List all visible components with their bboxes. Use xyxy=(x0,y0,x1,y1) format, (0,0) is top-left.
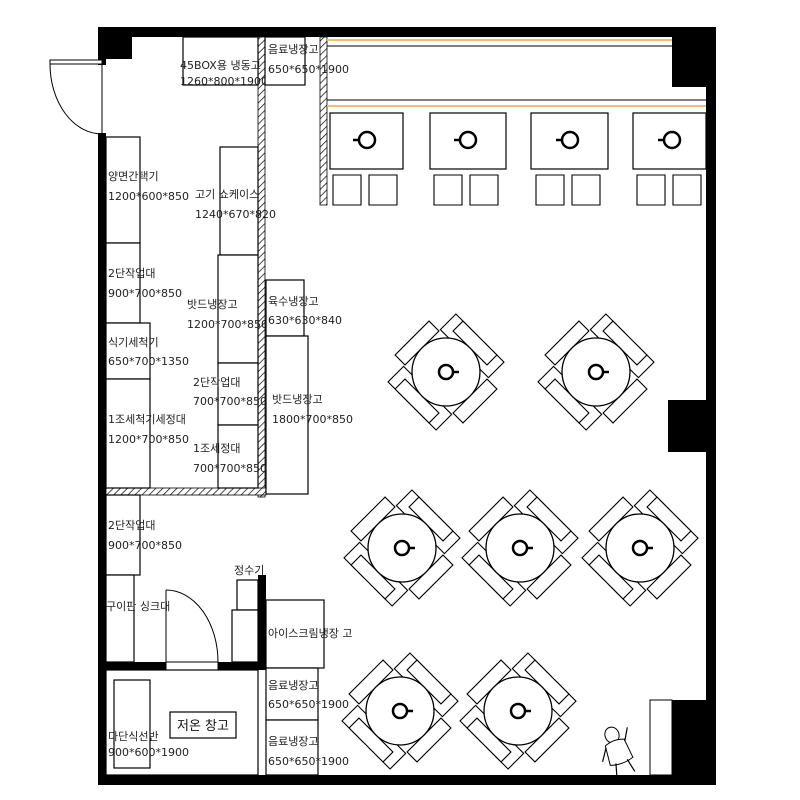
round-table xyxy=(526,302,666,442)
counter-table xyxy=(632,112,707,206)
svg-text:육수냉장고: 육수냉장고 xyxy=(268,295,319,308)
svg-text:구이판 싱크대: 구이판 싱크대 xyxy=(106,600,170,613)
person-icon xyxy=(602,726,636,778)
equipment-worktable-2tier-b: 2단작업대 700*700*850 xyxy=(193,362,267,426)
svg-text:다단식선반: 다단식선반 xyxy=(108,730,159,743)
svg-text:1260*800*1900: 1260*800*1900 xyxy=(180,75,268,88)
equipment-worktable-2tier-c: 2단작업대 900*700*850 xyxy=(105,494,182,576)
svg-text:650*650*1900: 650*650*1900 xyxy=(268,755,349,768)
equipment-broth-fridge: 육수냉장고 630*630*840 xyxy=(265,279,342,337)
svg-text:1조세정대: 1조세정대 xyxy=(193,442,240,455)
round-table xyxy=(376,302,516,442)
svg-text:고기 쇼케이스: 고기 쇼케이스 xyxy=(195,188,259,201)
svg-text:저온 창고: 저온 창고 xyxy=(177,719,229,734)
svg-text:1800*700*850: 1800*700*850 xyxy=(272,413,353,426)
equipment-water-purifier: 정수기 xyxy=(231,564,264,663)
svg-text:700*700*850: 700*700*850 xyxy=(193,395,267,408)
svg-text:1200*700*850: 1200*700*850 xyxy=(108,433,189,446)
round-table xyxy=(570,478,710,618)
round-table xyxy=(330,641,470,781)
equipment-meat-showcase: 고기 쇼케이스 1240*670*820 xyxy=(195,146,276,256)
svg-text:음료냉장고: 음료냉장고 xyxy=(268,43,319,56)
equipment-under-fridge-b: 밧드냉장고 1800*700*850 xyxy=(265,335,353,495)
equipment-freezer-45box: 45BOX용 냉동고 1260*800*1900 xyxy=(180,36,268,88)
round-table xyxy=(332,478,472,618)
svg-text:700*700*850: 700*700*850 xyxy=(193,462,267,475)
hall-counter xyxy=(327,39,706,107)
equipment-drink-fridge-2: 음료냉장고 650*650*1900 xyxy=(265,719,349,776)
svg-text:1조세척기세정대: 1조세척기세정대 xyxy=(108,413,186,426)
counter-tables xyxy=(329,112,707,206)
counter-table xyxy=(329,112,404,206)
svg-text:아이스크림냉장 고: 아이스크림냉장 고 xyxy=(268,627,352,640)
svg-text:밧드냉장고: 밧드냉장고 xyxy=(187,298,238,311)
svg-text:2단작업대: 2단작업대 xyxy=(193,376,240,389)
equipment-under-fridge-a: 밧드냉장고 1200*700*850 xyxy=(187,254,268,364)
svg-text:음료냉장고: 음료냉장고 xyxy=(268,679,319,692)
equipment-dishwasher: 식기세척기 650*700*1350 xyxy=(105,322,189,380)
svg-text:2단작업대: 2단작업대 xyxy=(108,519,155,532)
svg-text:1200*700*850: 1200*700*850 xyxy=(187,318,268,331)
svg-text:정수기: 정수기 xyxy=(234,564,264,577)
equipment-grill-sink: 구이판 싱크대 xyxy=(105,574,170,663)
svg-text:2단작업대: 2단작업대 xyxy=(108,267,155,280)
svg-text:900*600*1900: 900*600*1900 xyxy=(108,746,189,759)
equipment-drink-fridge-top: 음료냉장고 650*650*1900 xyxy=(264,36,349,86)
svg-text:900*700*850: 900*700*850 xyxy=(108,287,182,300)
outer-walls xyxy=(98,27,716,785)
svg-text:밧드냉장고: 밧드냉장고 xyxy=(272,393,323,406)
equipment-sink-1: 1조세정대 700*700*850 xyxy=(193,424,267,489)
equipment-drink-fridge-1: 음료냉장고 650*650*1900 xyxy=(265,667,349,721)
svg-text:900*700*850: 900*700*850 xyxy=(108,539,182,552)
svg-text:식기세척기: 식기세척기 xyxy=(108,336,159,349)
entrance-door xyxy=(49,59,103,135)
entrance-bottom-right xyxy=(649,699,673,776)
svg-text:45BOX용 냉동고: 45BOX용 냉동고 xyxy=(180,59,261,72)
counter-table xyxy=(429,112,507,206)
svg-text:630*630*840: 630*630*840 xyxy=(268,314,342,327)
svg-text:1240*670*820: 1240*670*820 xyxy=(195,208,276,221)
svg-text:양면간택기: 양면간택기 xyxy=(108,170,159,183)
svg-text:음료냉장고: 음료냉장고 xyxy=(268,735,319,748)
svg-text:1200*600*850: 1200*600*850 xyxy=(108,190,189,203)
kitchen-door xyxy=(165,589,219,671)
equipment-griddle: 양면간택기 1200*600*850 xyxy=(105,136,189,244)
svg-text:650*650*1900: 650*650*1900 xyxy=(268,63,349,76)
equipment-ice-cream-fridge: 아이스크림냉장 고 xyxy=(265,599,352,669)
svg-text:650*700*1350: 650*700*1350 xyxy=(108,355,189,368)
cold-storage-room: 다단식선반 900*600*1900 저온 창고 xyxy=(105,669,259,776)
svg-text:650*650*1900: 650*650*1900 xyxy=(268,698,349,711)
round-table xyxy=(450,478,590,618)
equipment-sink-dish: 1조세척기세정대 1200*700*850 xyxy=(105,378,189,489)
round-table xyxy=(448,641,588,781)
counter-table xyxy=(530,112,609,206)
equipment-worktable-2tier-a: 2단작업대 900*700*850 xyxy=(105,242,182,324)
